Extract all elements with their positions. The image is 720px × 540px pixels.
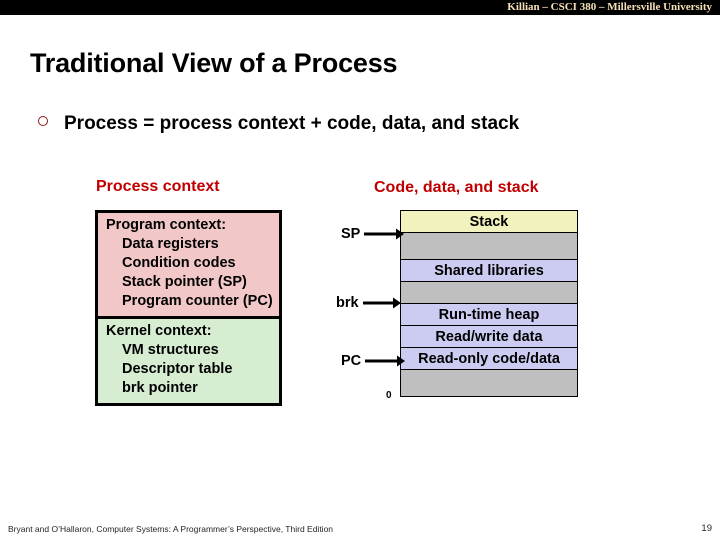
memory-block-gap-upper [400,232,578,259]
kernel-context-item-descriptor-table: Descriptor table [122,361,233,377]
program-context-title: Program context: [106,217,227,233]
pointer-pc-label: PC [341,353,362,369]
program-context-item-program-counter: Program counter (PC) [122,293,273,309]
top-banner: Killian – CSCI 380 – Millersville Univer… [0,0,720,15]
kernel-context-title: Kernel context: [106,323,212,339]
bullet-row: Process = process context + code, data, … [38,113,519,135]
heading-process-context: Process context [96,178,220,195]
footer-citation: Bryant and O’Hallaron, Computer Systems:… [8,524,334,534]
process-context-box: Program context: Data registers Conditio… [95,210,282,406]
memory-layout-diagram: Stack Shared libraries Run-time heap Rea… [400,210,578,397]
heading-code-data-stack: Code, data, and stack [374,179,539,196]
memory-block-runtime-heap: Run-time heap [400,303,578,325]
arrow-right-icon [365,355,406,367]
pointer-sp: SP [341,226,405,242]
pointer-pc: PC [341,353,406,369]
kernel-context-section: Kernel context: VM structures Descriptor… [98,319,279,403]
memory-block-stack: Stack [400,210,578,232]
arrow-right-icon [362,297,401,309]
memory-block-read-write-data: Read/write data [400,325,578,347]
program-context-item-data-registers: Data registers [122,236,219,252]
pointer-brk-label: brk [336,295,359,311]
memory-base-address-label: 0 [386,390,392,401]
pointer-brk: brk [336,295,401,311]
footer-page-number: 19 [701,523,712,534]
program-context-section: Program context: Data registers Conditio… [98,213,279,319]
kernel-context-item-vm-structures: VM structures [122,342,219,358]
memory-block-shared-libraries: Shared libraries [400,259,578,281]
page-title: Traditional View of a Process [30,48,398,78]
memory-block-base [400,369,578,397]
program-context-item-condition-codes: Condition codes [122,255,236,271]
bullet-circle-icon [38,116,48,126]
banner-course-title: Killian – CSCI 380 – Millersville Univer… [507,1,712,13]
pointer-sp-label: SP [341,226,361,242]
program-context-item-stack-pointer: Stack pointer (SP) [122,274,247,290]
memory-block-read-only-code-data: Read-only code/data [400,347,578,369]
memory-block-gap-lower [400,281,578,303]
kernel-context-item-brk-pointer: brk pointer [122,380,198,396]
bullet-text: Process = process context + code, data, … [64,113,520,134]
arrow-right-icon [364,228,405,240]
